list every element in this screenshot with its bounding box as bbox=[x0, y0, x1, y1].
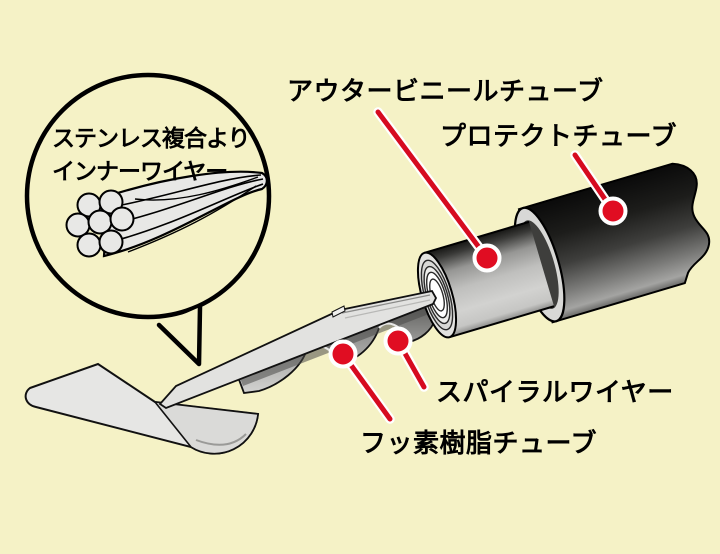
callout-tail-outline bbox=[156, 304, 203, 367]
protect-tube bbox=[517, 162, 711, 324]
callout-label-line1: ステンレス複合より bbox=[52, 125, 250, 151]
pointer-dot-fluorine bbox=[328, 339, 358, 369]
pointer-dot-protect bbox=[598, 196, 628, 226]
label-fluorine-resin-tube: フッ素樹脂チューブ bbox=[360, 428, 597, 458]
strand-bundle bbox=[102, 170, 268, 258]
inner-wire-illustration bbox=[65, 170, 268, 258]
label-spiral-wire: スパイラルワイヤー bbox=[436, 377, 674, 407]
pointer-line-outer-vinyl bbox=[375, 109, 490, 261]
inner-wire-strip bbox=[158, 289, 438, 410]
pointer-dot-outer-vinyl bbox=[472, 243, 502, 273]
strand-cross-section bbox=[65, 189, 135, 258]
layer-step-cut bbox=[331, 305, 346, 318]
fitting-end-cap bbox=[153, 400, 259, 455]
pointer-lines bbox=[328, 107, 628, 424]
callout-label-line2: インナーワイヤー bbox=[52, 158, 227, 184]
outer-vinyl-tube bbox=[424, 221, 555, 338]
vinyl-tube-cut-face bbox=[416, 251, 458, 339]
label-outer-vinyl-tube: アウタービニールチューブ bbox=[287, 76, 603, 106]
callout-tail-fill bbox=[159, 307, 200, 364]
callout-bubble: ステンレス複合より インナーワイヤー bbox=[24, 72, 272, 367]
fitting-end-shading bbox=[195, 433, 247, 446]
layer-edge-line bbox=[344, 299, 431, 319]
cable-end-fitting bbox=[24, 362, 260, 455]
inner-wire bbox=[158, 289, 438, 410]
part-labels: アウタービニールチューブ プロテクトチューブ スパイラルワイヤー フッ素樹脂チュ… bbox=[287, 76, 677, 458]
layer-edge-line bbox=[341, 294, 431, 314]
pointer-dot-spiral bbox=[383, 326, 413, 356]
cable-tubes bbox=[416, 162, 711, 339]
label-protect-tube: プロテクトチューブ bbox=[440, 121, 677, 151]
